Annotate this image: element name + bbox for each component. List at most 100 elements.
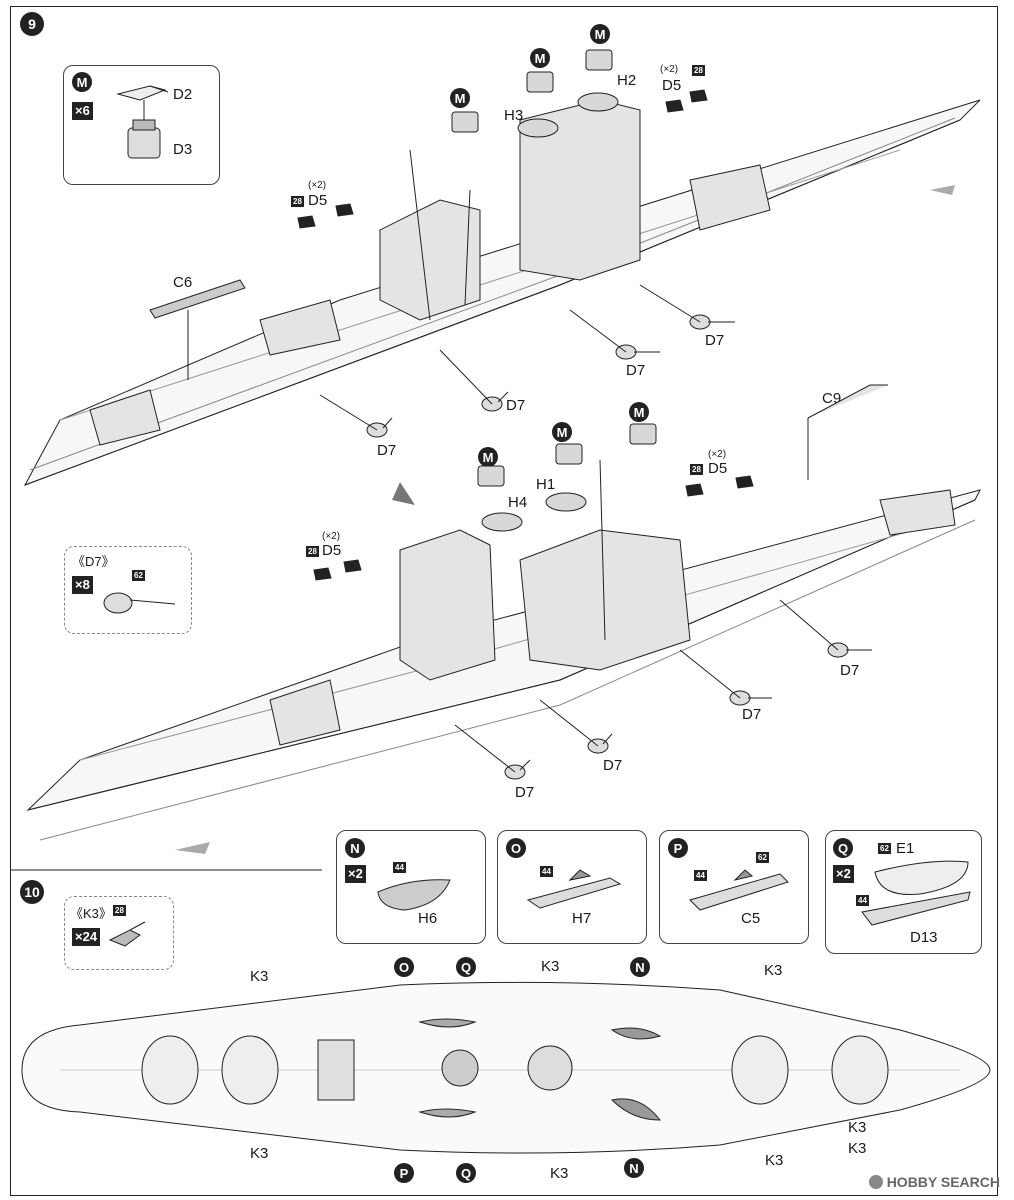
d7-label-1: D7 <box>705 332 725 349</box>
boat-e1-drawing <box>874 860 969 896</box>
m-mark-2: M <box>530 48 550 68</box>
plan-mark-p: P <box>394 1163 414 1183</box>
step-9-badge: 9 <box>20 12 44 36</box>
plan-mark-q-bottom: Q <box>456 1163 476 1183</box>
k3-label-2: K3 <box>541 958 560 975</box>
watermark: HOBBY SEARCH <box>868 1174 1000 1190</box>
k3-label-7: K3 <box>848 1119 867 1136</box>
d5-qty-upper-left: (×2) <box>308 180 327 191</box>
d7-label-2: D7 <box>626 362 646 379</box>
direction-arrow-3 <box>175 842 210 854</box>
boat-h7-drawing <box>526 877 622 909</box>
d5-color-tag-upper-left: 28 <box>291 196 304 207</box>
boat-o-color-tag: 44 <box>540 866 553 877</box>
part-h7-label: H7 <box>572 910 592 927</box>
part-c5-label: C5 <box>741 910 761 927</box>
boat-q-mark: Q <box>833 838 853 858</box>
m-mark-1: M <box>450 88 470 108</box>
part-d5-label-middle-left: D5 <box>322 542 342 559</box>
part-d3-label: D3 <box>173 141 193 158</box>
part-h3-label: H3 <box>504 107 524 124</box>
ship2-superstructure <box>269 384 956 746</box>
boat-o-mark: O <box>506 838 526 858</box>
ship1-m-assemblies <box>451 49 619 138</box>
ship2-m-assemblies <box>477 423 657 532</box>
inset-k3-part-drawing <box>108 921 146 947</box>
inset-k3-color-tag: 28 <box>113 905 126 916</box>
inset-d7-quantity: ×8 <box>72 576 93 594</box>
ship1-superstructure <box>89 99 771 446</box>
boat-h6-drawing <box>377 879 451 911</box>
d5-color-tag-upper-right: 28 <box>692 65 705 76</box>
boat-c5-drawing <box>689 873 789 911</box>
k3-label-8: K3 <box>848 1140 867 1157</box>
part-d5-label-middle-right: D5 <box>708 460 728 477</box>
boat-n-color-tag: 44 <box>393 862 406 873</box>
part-d3-drawing <box>127 100 161 159</box>
plan-mark-n-bottom: N <box>624 1158 644 1178</box>
boat-n-quantity: ×2 <box>345 865 366 883</box>
inset-m-mark: M <box>72 72 92 92</box>
plan-mark-o: O <box>394 957 414 977</box>
m-mark-3: M <box>590 24 610 44</box>
inset-k3-title: 《K3》 <box>70 906 112 921</box>
inset-k3-assembly <box>64 896 174 970</box>
d7-label-3: D7 <box>506 397 526 414</box>
d7-label-4: D7 <box>377 442 397 459</box>
m-mark-6: M <box>629 402 649 422</box>
m-mark-5: M <box>552 422 572 442</box>
inset-m-quantity: ×6 <box>72 102 93 120</box>
part-h2-label: H2 <box>617 72 637 89</box>
boat-p-color-tag-b: 62 <box>756 852 769 863</box>
part-d5-label-upper-left: D5 <box>308 192 328 209</box>
k3-label-3: K3 <box>764 962 783 979</box>
d5-qty-upper-right: (×2) <box>660 64 679 75</box>
inset-d7-title: 《D7》 <box>72 554 115 569</box>
part-c6-label: C6 <box>173 274 193 291</box>
ship2-d5-parts <box>313 475 754 581</box>
part-d5-label-upper-right: D5 <box>662 77 682 94</box>
boat-p-color-tag-a: 44 <box>694 870 707 881</box>
inset-k3-quantity: ×24 <box>72 928 101 946</box>
boat-q-color-tag-b: 44 <box>856 895 869 906</box>
d7-label-7: D7 <box>603 757 623 774</box>
d7-label-6: D7 <box>742 706 762 723</box>
inset-d7-color-tag: 62 <box>132 570 145 581</box>
ship1-hull <box>23 99 981 486</box>
d5-color-tag-middle-right: 28 <box>690 464 703 475</box>
k3-label-1: K3 <box>250 968 269 985</box>
plan-mark-q-top: Q <box>456 957 476 977</box>
m-mark-4: M <box>478 447 498 467</box>
part-d2-drawing <box>116 85 169 101</box>
page-frame <box>10 6 998 1196</box>
ship1-d7-parts <box>319 284 735 438</box>
part-d13-label: D13 <box>910 929 938 946</box>
k3-label-5: K3 <box>550 1165 569 1182</box>
plan-view-hull <box>21 981 991 1154</box>
boat-p-mark: P <box>668 838 688 858</box>
inset-d7-part-drawing <box>103 592 176 614</box>
watermark-text: HOBBY SEARCH <box>886 1174 1000 1190</box>
d5-qty-middle-right: (×2) <box>708 449 727 460</box>
d5-color-tag-middle-left: 28 <box>306 546 319 557</box>
watermark-logo-icon <box>868 1175 883 1189</box>
k3-label-6: K3 <box>765 1152 784 1169</box>
ship1-d5-parts <box>297 89 708 229</box>
d5-qty-middle-left: (×2) <box>322 531 341 542</box>
boat-n-mark: N <box>345 838 365 858</box>
step-10-badge: 10 <box>20 880 44 904</box>
inset-d7-assembly <box>64 546 192 634</box>
boat-d13-drawing <box>861 891 971 926</box>
direction-arrow-1 <box>930 185 955 195</box>
plan-mark-n-top: N <box>630 957 650 977</box>
part-e1-label: E1 <box>896 840 915 857</box>
boat-q-quantity: ×2 <box>833 865 854 883</box>
d7-label-8: D7 <box>515 784 535 801</box>
part-h6-label: H6 <box>418 910 438 927</box>
part-d2-label: D2 <box>173 86 193 103</box>
k3-label-4: K3 <box>250 1145 269 1162</box>
boat-q-color-tag-a: 62 <box>878 843 891 854</box>
ship2-d7-parts <box>454 599 872 780</box>
part-c6-drawing <box>149 279 246 380</box>
